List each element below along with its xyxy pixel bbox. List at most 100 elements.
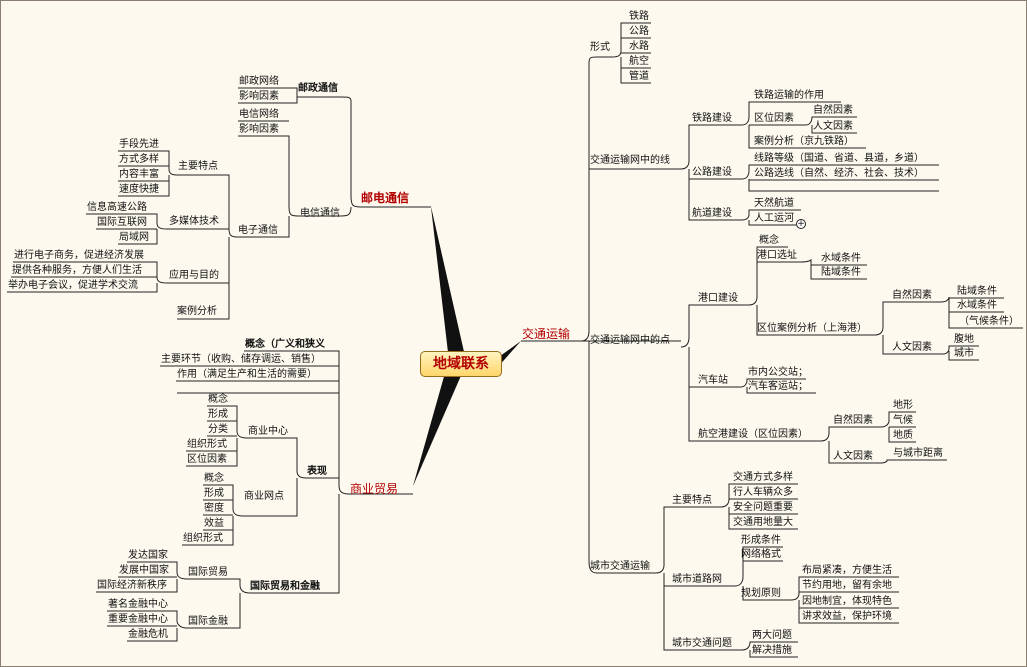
rail-location-label[interactable]: 区位因素 — [754, 113, 794, 124]
multimedia-item: 信息高速公路 — [87, 202, 147, 213]
postal-label[interactable]: 邮政通信 — [298, 83, 338, 94]
port-natural-item: （气候条件） — [959, 316, 1019, 327]
port-site-item: 陆域条件 — [821, 267, 861, 278]
features-item: 手段先进 — [119, 139, 159, 150]
outlet-item: 组织形式 — [183, 533, 223, 544]
applications-label[interactable]: 应用与目的 — [169, 270, 219, 281]
road-net-item: 网络格式 — [741, 549, 781, 560]
center-item: 分类 — [208, 424, 228, 435]
applications-item: 举办电子会议，促进学术交流 — [8, 280, 138, 291]
urban-label[interactable]: 城市交通运输 — [590, 561, 650, 572]
port-natural-item: 水域条件 — [957, 300, 997, 311]
branch-trade-label[interactable]: 商业贸易 — [350, 482, 399, 496]
airport-natural-item: 地质 — [893, 430, 913, 441]
problems-item: 两大问题 — [752, 630, 792, 641]
port-site-item: 水域条件 — [821, 253, 861, 264]
outlet-label[interactable]: 商业网点 — [244, 491, 284, 502]
road-net-label[interactable]: 城市道路网 — [672, 574, 722, 585]
forms-item: 水路 — [629, 41, 649, 52]
forms-item: 公路 — [629, 26, 649, 37]
trade-links[interactable]: 主要环节（收购、储存调运、销售） — [161, 354, 321, 365]
branch-transport-label[interactable]: 交通运输 — [522, 327, 571, 341]
forms-item: 航空 — [629, 56, 649, 67]
principles-item: 布局紧凑，方便生活 — [802, 565, 892, 576]
telecom-item: 电信网络 — [239, 109, 279, 120]
intl-trade-item: 发达国家 — [128, 550, 168, 561]
features-label[interactable]: 主要特点 — [178, 161, 218, 172]
rail-case: 案例分析（京九铁路） — [754, 136, 854, 147]
problems-item: 解决措施 — [752, 645, 792, 656]
principles-item: 因地制宜，体现特色 — [802, 596, 892, 607]
forms-label[interactable]: 形式 — [590, 42, 610, 53]
trade-role[interactable]: 作用（满足生产和生活的需要） — [177, 369, 317, 380]
outlet-item: 形成 — [204, 488, 224, 499]
principles-item: 讲求效益，保护环境 — [802, 611, 892, 622]
intl-label[interactable]: 国际贸易和金融 — [250, 581, 320, 592]
road-item: 公路选线（自然、经济、社会、技术） — [754, 168, 924, 179]
forms-item: 管道 — [629, 71, 649, 82]
rail-role: 铁路运输的作用 — [754, 90, 824, 101]
lines-label[interactable]: 交通运输网中的线 — [590, 155, 670, 166]
airport-label[interactable]: 航空港建设（区位因素） — [698, 429, 808, 440]
postal-item: 影响因素 — [239, 91, 279, 102]
urban-features-label[interactable]: 主要特点 — [672, 495, 712, 506]
intl-finance-item: 著名金融中心 — [108, 599, 168, 610]
water-item: 天然航道 — [754, 198, 794, 209]
port-site-label[interactable]: 港口选址 — [757, 250, 797, 261]
center-item: 区位因素 — [187, 454, 227, 465]
intl-trade-label[interactable]: 国际贸易 — [188, 567, 228, 578]
urban-features-item: 交通方式多样 — [733, 472, 793, 483]
performance-label[interactable]: 表现 — [307, 466, 327, 477]
airport-natural-label[interactable]: 自然因素 — [833, 415, 873, 426]
airport-human-item: 与城市距离 — [893, 448, 943, 459]
bus-label[interactable]: 汽车站 — [698, 375, 728, 386]
water-label[interactable]: 航道建设 — [692, 208, 732, 219]
rail-location-item: 人文因素 — [813, 121, 853, 132]
urban-features-item: 安全问题重要 — [733, 502, 793, 513]
water-item: 人工运河 — [754, 213, 794, 224]
outlet-item: 概念 — [204, 473, 224, 484]
case-analysis[interactable]: 案例分析 — [177, 306, 217, 317]
outlet-item: 密度 — [204, 503, 224, 514]
port-human-item: 城市 — [954, 348, 974, 359]
intl-finance-label[interactable]: 国际金融 — [188, 616, 228, 627]
points-label[interactable]: 交通运输网中的点 — [590, 335, 670, 346]
airport-human-label[interactable]: 人文因素 — [833, 451, 873, 462]
multimedia-label[interactable]: 多媒体技术 — [169, 216, 219, 227]
branch-post-label[interactable]: 邮电通信 — [361, 191, 410, 205]
port-human-item: 腹地 — [954, 334, 974, 345]
rail-label[interactable]: 铁路建设 — [692, 113, 732, 124]
bus-item: 汽车客运站； — [748, 381, 808, 392]
features-item: 速度快捷 — [119, 184, 159, 195]
root-node[interactable]: 地域联系 — [420, 351, 502, 377]
port-natural-label[interactable]: 自然因素 — [892, 290, 932, 301]
features-item: 内容丰富 — [119, 169, 159, 180]
port-label[interactable]: 港口建设 — [698, 293, 738, 304]
telecom-label[interactable]: 电信通信 — [300, 208, 340, 219]
expand-icon[interactable]: + — [796, 219, 806, 229]
telecom-item: 影响因素 — [239, 124, 279, 135]
trade-concept[interactable]: 概念（广义和狭义 — [245, 339, 325, 350]
port-concept: 概念 — [759, 235, 779, 246]
outlet-item: 效益 — [204, 518, 224, 529]
intl-trade-item: 国际经济新秩序 — [97, 580, 167, 591]
port-human-label[interactable]: 人文因素 — [892, 342, 932, 353]
problems-label[interactable]: 城市交通问题 — [672, 638, 732, 649]
principles-label[interactable]: 规划原则 — [741, 588, 781, 599]
intl-finance-item: 金融危机 — [128, 629, 168, 640]
center-label[interactable]: 商业中心 — [248, 426, 288, 437]
rail-location-item: 自然因素 — [813, 105, 853, 116]
center-item: 组织形式 — [187, 439, 227, 450]
bus-item: 市内公交站； — [748, 367, 808, 378]
intl-finance-item: 重要金融中心 — [108, 614, 168, 625]
port-case-label[interactable]: 区位案例分析（上海港） — [757, 323, 867, 334]
electronic-label[interactable]: 电子通信 — [238, 225, 278, 236]
multimedia-item: 局域网 — [119, 232, 149, 243]
postal-item: 邮政网络 — [239, 76, 279, 87]
road-net-item: 形成条件 — [741, 535, 781, 546]
urban-features-item: 行人车辆众多 — [733, 487, 793, 498]
port-natural-item: 陆域条件 — [957, 286, 997, 297]
road-label[interactable]: 公路建设 — [692, 167, 732, 178]
